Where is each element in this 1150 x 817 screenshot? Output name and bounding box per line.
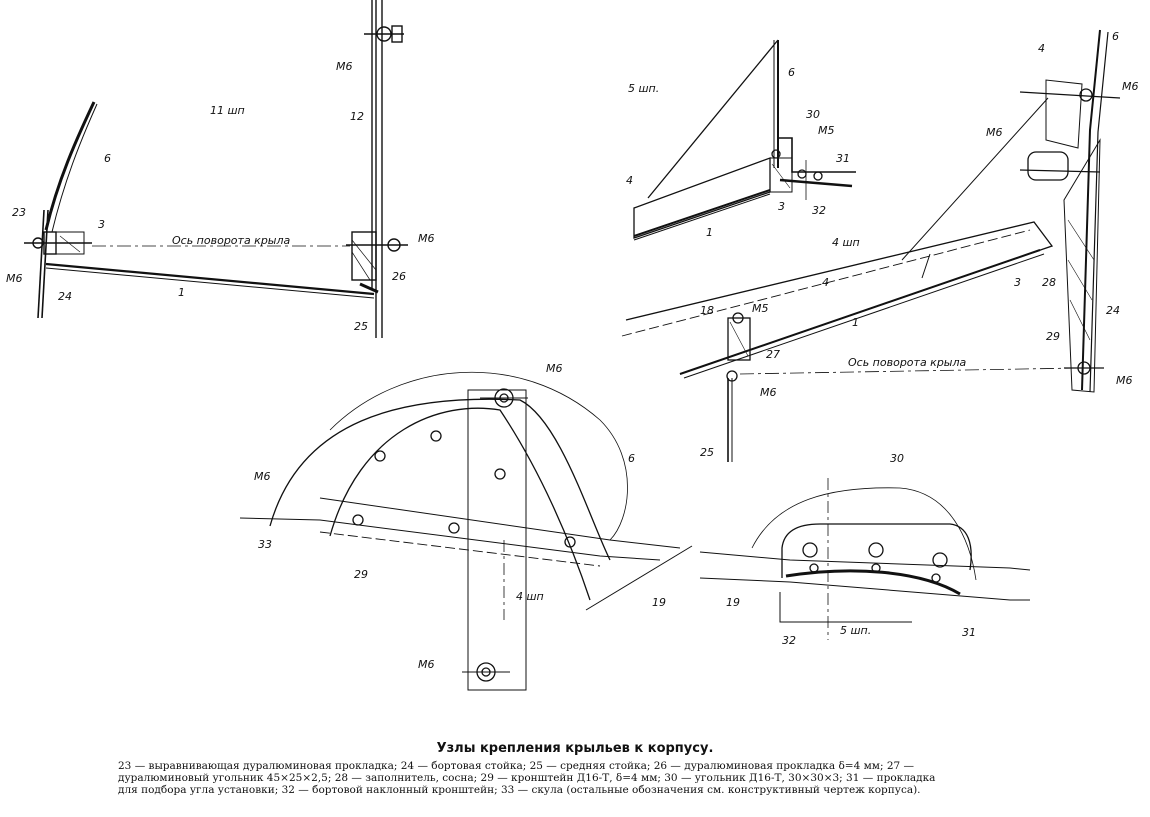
label-25-left: 25 xyxy=(354,320,368,333)
label-6-left: 6 xyxy=(104,152,111,165)
label-m6-right-top: М6 xyxy=(1122,80,1139,93)
label-3-right: 3 xyxy=(1014,276,1021,289)
label-24-left: 24 xyxy=(58,290,72,303)
legend-line: дуралюминовый угольник 45×25×2,5; 28 — з… xyxy=(118,772,936,784)
label-m5-top: М5 xyxy=(818,124,835,137)
label-29-right: 29 xyxy=(1046,330,1060,343)
label-4-right-top: 4 xyxy=(1038,42,1045,55)
legend-line: для подбора угла установки; 32 — бортово… xyxy=(118,784,921,796)
label-6-bracket: 6 xyxy=(628,452,635,465)
label-1-mid: 1 xyxy=(706,226,713,239)
legend-line: 23 — выравнивающая дуралюминовая проклад… xyxy=(118,760,915,772)
axis-label-left: Ось поворота крыла xyxy=(172,234,291,247)
label-32-bottom: 32 xyxy=(782,634,796,647)
technical-drawing: 11 шп М6 12 6 23 3 М6 24 1 Ось поворота … xyxy=(6,0,1139,691)
label-29-bracket: 29 xyxy=(354,568,368,581)
label-26: 26 xyxy=(392,270,406,283)
label-3-left: 3 xyxy=(98,218,105,231)
label-4-right: 4 xyxy=(822,276,829,289)
figure-legend: 23 — выравнивающая дуралюминовая проклад… xyxy=(118,760,1038,796)
label-32-top: 32 xyxy=(812,204,826,217)
label-25-right: 25 xyxy=(700,446,714,459)
label-19-left: 19 xyxy=(652,596,666,609)
frame-5-label-bottom: 5 шп. xyxy=(840,624,871,637)
frame-4-label-right: 4 шп xyxy=(832,236,860,249)
label-m6-right-bottom: М6 xyxy=(1116,374,1133,387)
frame-4-label-bottom: 4 шп xyxy=(516,590,544,603)
label-m6-left: М6 xyxy=(6,272,23,285)
frame4-section-view xyxy=(621,29,1121,462)
left-section-view xyxy=(24,0,408,338)
label-28: 28 xyxy=(1042,276,1056,289)
label-27: 27 xyxy=(766,348,780,361)
label-m5-right: М5 xyxy=(752,302,769,315)
label-24-right: 24 xyxy=(1106,304,1120,317)
label-4-mid: 4 xyxy=(626,174,633,187)
frame5-detail-view xyxy=(633,39,856,241)
label-1-right: 1 xyxy=(852,316,859,329)
label-m6-bracket-top: М6 xyxy=(546,362,563,375)
label-1-left: 1 xyxy=(178,286,185,299)
label-23: 23 xyxy=(12,206,26,219)
frame-11-label: 11 шп xyxy=(210,104,245,117)
label-m6-right-low: М6 xyxy=(760,386,777,399)
axis-label-right: Ось поворота крыла xyxy=(848,356,967,369)
label-m6-bracket-bottom: М6 xyxy=(418,658,435,671)
figure-title: Узлы крепления крыльев к корпусу. xyxy=(436,741,714,756)
label-m6-right-mid: М6 xyxy=(986,126,1003,139)
label-12: 12 xyxy=(350,110,364,123)
label-m6-left-right: М6 xyxy=(418,232,435,245)
label-18: 18 xyxy=(700,304,714,317)
label-6-right: 6 xyxy=(1112,30,1119,43)
label-m6-left-top: М6 xyxy=(336,60,353,73)
frame-5-label: 5 шп. xyxy=(628,82,659,95)
label-3-mid: 3 xyxy=(778,200,785,213)
label-19-right: 19 xyxy=(726,596,740,609)
label-m6-bracket-left: М6 xyxy=(254,470,271,483)
label-6-mid: 6 xyxy=(788,66,795,79)
bracket-view xyxy=(239,371,693,691)
angle-view xyxy=(699,478,1031,640)
drawing-labels: 11 шп М6 12 6 23 3 М6 24 1 Ось поворота … xyxy=(6,30,1139,671)
label-33: 33 xyxy=(258,538,272,551)
label-31-top: 31 xyxy=(836,152,850,165)
label-31-bottom: 31 xyxy=(962,626,976,639)
label-30-bottom: 30 xyxy=(890,452,904,465)
label-30-top: 30 xyxy=(806,108,820,121)
